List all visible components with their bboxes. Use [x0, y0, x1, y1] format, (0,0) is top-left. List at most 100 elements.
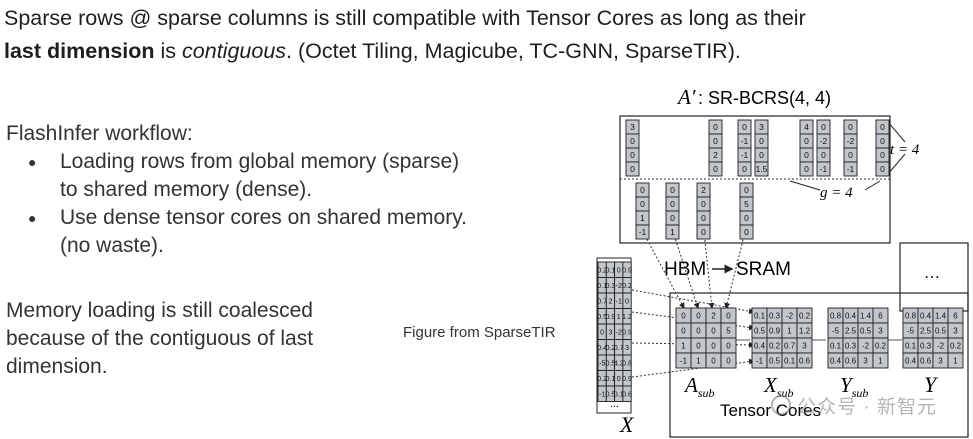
upper-block-value: 4: [804, 122, 809, 132]
g-label: g = 4: [820, 185, 853, 201]
upper-block-value: 0: [821, 122, 826, 132]
x-matrix-value: 0: [617, 374, 621, 383]
x-matrix-value: -5: [599, 358, 605, 367]
headline-bold: last dimension: [4, 39, 155, 63]
x-matrix-value: 3: [625, 343, 629, 352]
a-sub-value: 2: [711, 311, 716, 320]
y-matrix-cell: [947, 352, 964, 369]
upper-block-cell: [799, 161, 814, 177]
upper-block-value: 0: [759, 150, 764, 160]
tensor-cores-box: [669, 292, 969, 438]
upper-block-value: -1: [741, 136, 749, 146]
x-matrix-value: 0.6: [622, 389, 632, 398]
x-matrix-value: 0.5: [597, 312, 607, 321]
t-bracket-top: [887, 121, 906, 143]
x-sub-value: -1: [756, 356, 764, 365]
x-matrix-value: 0.2: [605, 343, 615, 352]
x-matrix-value: 0.7: [614, 343, 624, 352]
xsub-main: X: [763, 373, 778, 397]
workflow-section: FlashInfer workflow: ●Loading rows from …: [6, 120, 476, 260]
upper-block-cell: [816, 161, 831, 177]
lower-block-value: 0: [640, 185, 645, 195]
asub-main: A: [683, 373, 698, 397]
x-matrix-value: 0.8: [622, 358, 632, 367]
x-matrix-value: 0.1: [605, 374, 615, 383]
x-matrix-value: -2: [616, 281, 622, 290]
lower-block-value: 0: [670, 213, 675, 223]
y-matrix-value: 6: [953, 311, 958, 320]
lower-block-value: 1: [670, 227, 675, 237]
lower-block-value: -1: [639, 227, 647, 237]
upper-block-value: 0: [630, 150, 635, 160]
x-matrix-value: 0.5: [605, 389, 615, 398]
x-matrix-value: 1: [617, 312, 621, 321]
y-matrix-value: 0.5: [935, 326, 947, 335]
upper-block-value: -2: [820, 136, 828, 146]
y-matrix-value: 0.2: [950, 341, 962, 350]
y-sub-value: -2: [862, 341, 870, 350]
x-matrix-value: 0.1: [614, 389, 624, 398]
y-matrix-value: 0.8: [905, 311, 917, 320]
lower-block-cell: [635, 224, 650, 240]
g-bracket-left: [789, 180, 821, 191]
a-sub-value: -1: [680, 356, 688, 365]
upper-block-value: -2: [847, 136, 855, 146]
y-matrix-value: 0.1: [905, 341, 917, 350]
y-matrix-value: 1.4: [935, 311, 947, 320]
y-matrix-value: 1: [953, 356, 958, 365]
lower-block-cell: [739, 224, 754, 240]
wechat-icon: [771, 395, 792, 415]
lower-block-cell: [665, 224, 680, 240]
sram-label: SRAM: [736, 259, 791, 280]
x-matrix-value: 0.5: [605, 358, 615, 367]
x-matrix-value: 0.9: [622, 265, 632, 274]
lower-block-value: 0: [701, 213, 706, 223]
workflow-bullet-1-text: Loading rows from global memory (sparse)…: [60, 150, 460, 201]
upper-block-value: 0: [880, 136, 885, 146]
t-label: t = 4: [890, 142, 920, 158]
x-sub-value: 0.5: [754, 326, 766, 335]
x-matrix-value: 0.3: [605, 281, 615, 290]
x-sub-value: 0.2: [799, 311, 811, 320]
x-label: X: [619, 412, 635, 437]
upper-block-value: 0: [713, 136, 718, 146]
lower-block-value: 0: [701, 227, 706, 237]
headline-part2: . (Octet Tiling, Magicube, TC-GNN, Spars…: [286, 39, 741, 63]
upper-block-value: 0: [713, 164, 718, 174]
x-matrix-value: -1: [616, 296, 622, 305]
x-sub-value: 0.7: [784, 341, 796, 350]
upper-block-value: 0: [630, 136, 635, 146]
y-matrix-value: 0.4: [905, 356, 917, 365]
x-sub-cell: [796, 352, 813, 369]
x-matrix-value: 0: [617, 265, 621, 274]
upper-block-value: 3: [630, 122, 635, 132]
x-matrix-value: 0.9: [605, 312, 615, 321]
y-matrix-value: -2: [937, 341, 945, 350]
y-sub-value: 0.5: [860, 326, 872, 335]
y-sub-cell: [872, 352, 889, 369]
bullet-dot-icon: ●: [28, 210, 37, 226]
upper-block-value: -1: [741, 150, 749, 160]
workflow-list: ● Loading rows from global memory (sparse…: [6, 148, 476, 260]
x-matrix-cell: [622, 385, 632, 402]
watermark: 公众号 · 新智元: [771, 392, 937, 419]
upper-block-value: -1: [847, 164, 855, 174]
x-matrix-value: 3: [608, 327, 612, 336]
a-sub-value: 0: [681, 311, 686, 320]
a-sub-value: 1: [681, 341, 686, 350]
x-sub-value: 1: [787, 326, 792, 335]
x-sub-value: 3: [802, 341, 807, 350]
y-sub-value: 3: [863, 356, 868, 365]
upper-block-cell: [843, 161, 858, 177]
y-top-dots: …: [924, 265, 940, 282]
lower-block-value: 0: [744, 227, 749, 237]
upper-block-cell: [708, 161, 723, 177]
headline: Sparse rows @ sparse columns is still co…: [4, 2, 969, 68]
a-sub-value: 5: [726, 326, 731, 335]
y-matrix-value: 0.3: [920, 341, 932, 350]
y-sub-value: 1.4: [860, 311, 872, 320]
x-matrix-value: 0.1: [605, 265, 615, 274]
headline-is: is: [154, 39, 183, 63]
y-sub-value: 0.4: [845, 311, 857, 320]
y-sub-value: -5: [832, 326, 840, 335]
